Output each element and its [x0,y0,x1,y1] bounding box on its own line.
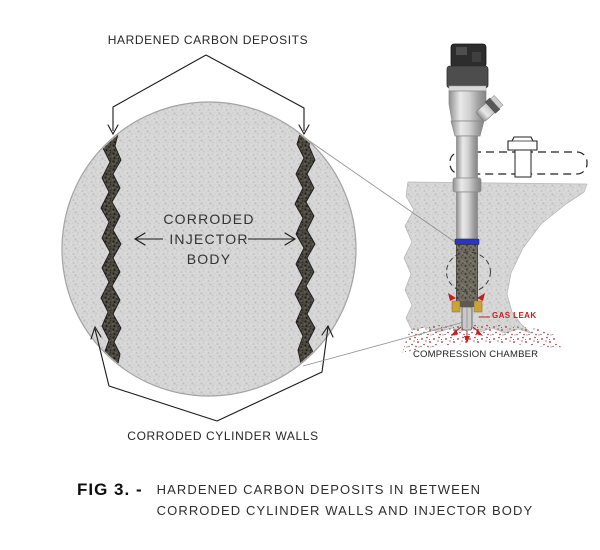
compression-chamber-speckle [402,323,562,353]
injector-fuel-port [476,95,504,122]
top-pointer-lines [107,54,310,136]
nozzle-seat-left [451,300,461,313]
detail-dashed-circle [446,251,491,293]
bottom-pointer-lines [90,324,334,422]
caption-text: HARDENED CARBON DEPOSITS IN BETWEEN CORR… [157,479,534,521]
injector [446,43,504,331]
injector-shaft-upper [456,135,478,180]
injector-blue-ring [454,238,480,245]
deposit-band-left [100,131,122,369]
label-gas-leak: GAS LEAK [492,311,537,320]
caption-line-1: HARDENED CARBON DEPOSITS IN BETWEEN [156,482,482,497]
injector-boot [446,65,489,89]
nozzle-seat-right [473,300,483,313]
injector-collar [452,177,482,193]
label-corroded-injector-body: CORRODED INJECTOR BODY [163,211,255,267]
injector-body-arrows [133,232,297,246]
injector-shaft-lower [456,191,478,240]
caption-line-2: CORRODED CYLINDER WALLS AND INJECTOR BOD… [156,503,534,518]
clamp-bolt [507,136,538,178]
label-corroded-cylinder-walls: CORRODED CYLINDER WALLS [127,429,319,443]
gas-leak-annotations [448,293,490,343]
magnifier-cone-line-bottom [302,321,465,367]
label-hardened-carbon-deposits: HARDENED CARBON DEPOSITS [107,33,309,47]
figure-caption: FIG 3. - HARDENED CARBON DEPOSITS IN BET… [77,479,533,521]
caption-fig-number: FIG 3. - [77,480,143,499]
label-compression-chamber: COMPRESSION CHAMBER [413,349,539,360]
magnifier-circle [61,101,357,397]
magnifier-cone-line-top [304,137,456,243]
